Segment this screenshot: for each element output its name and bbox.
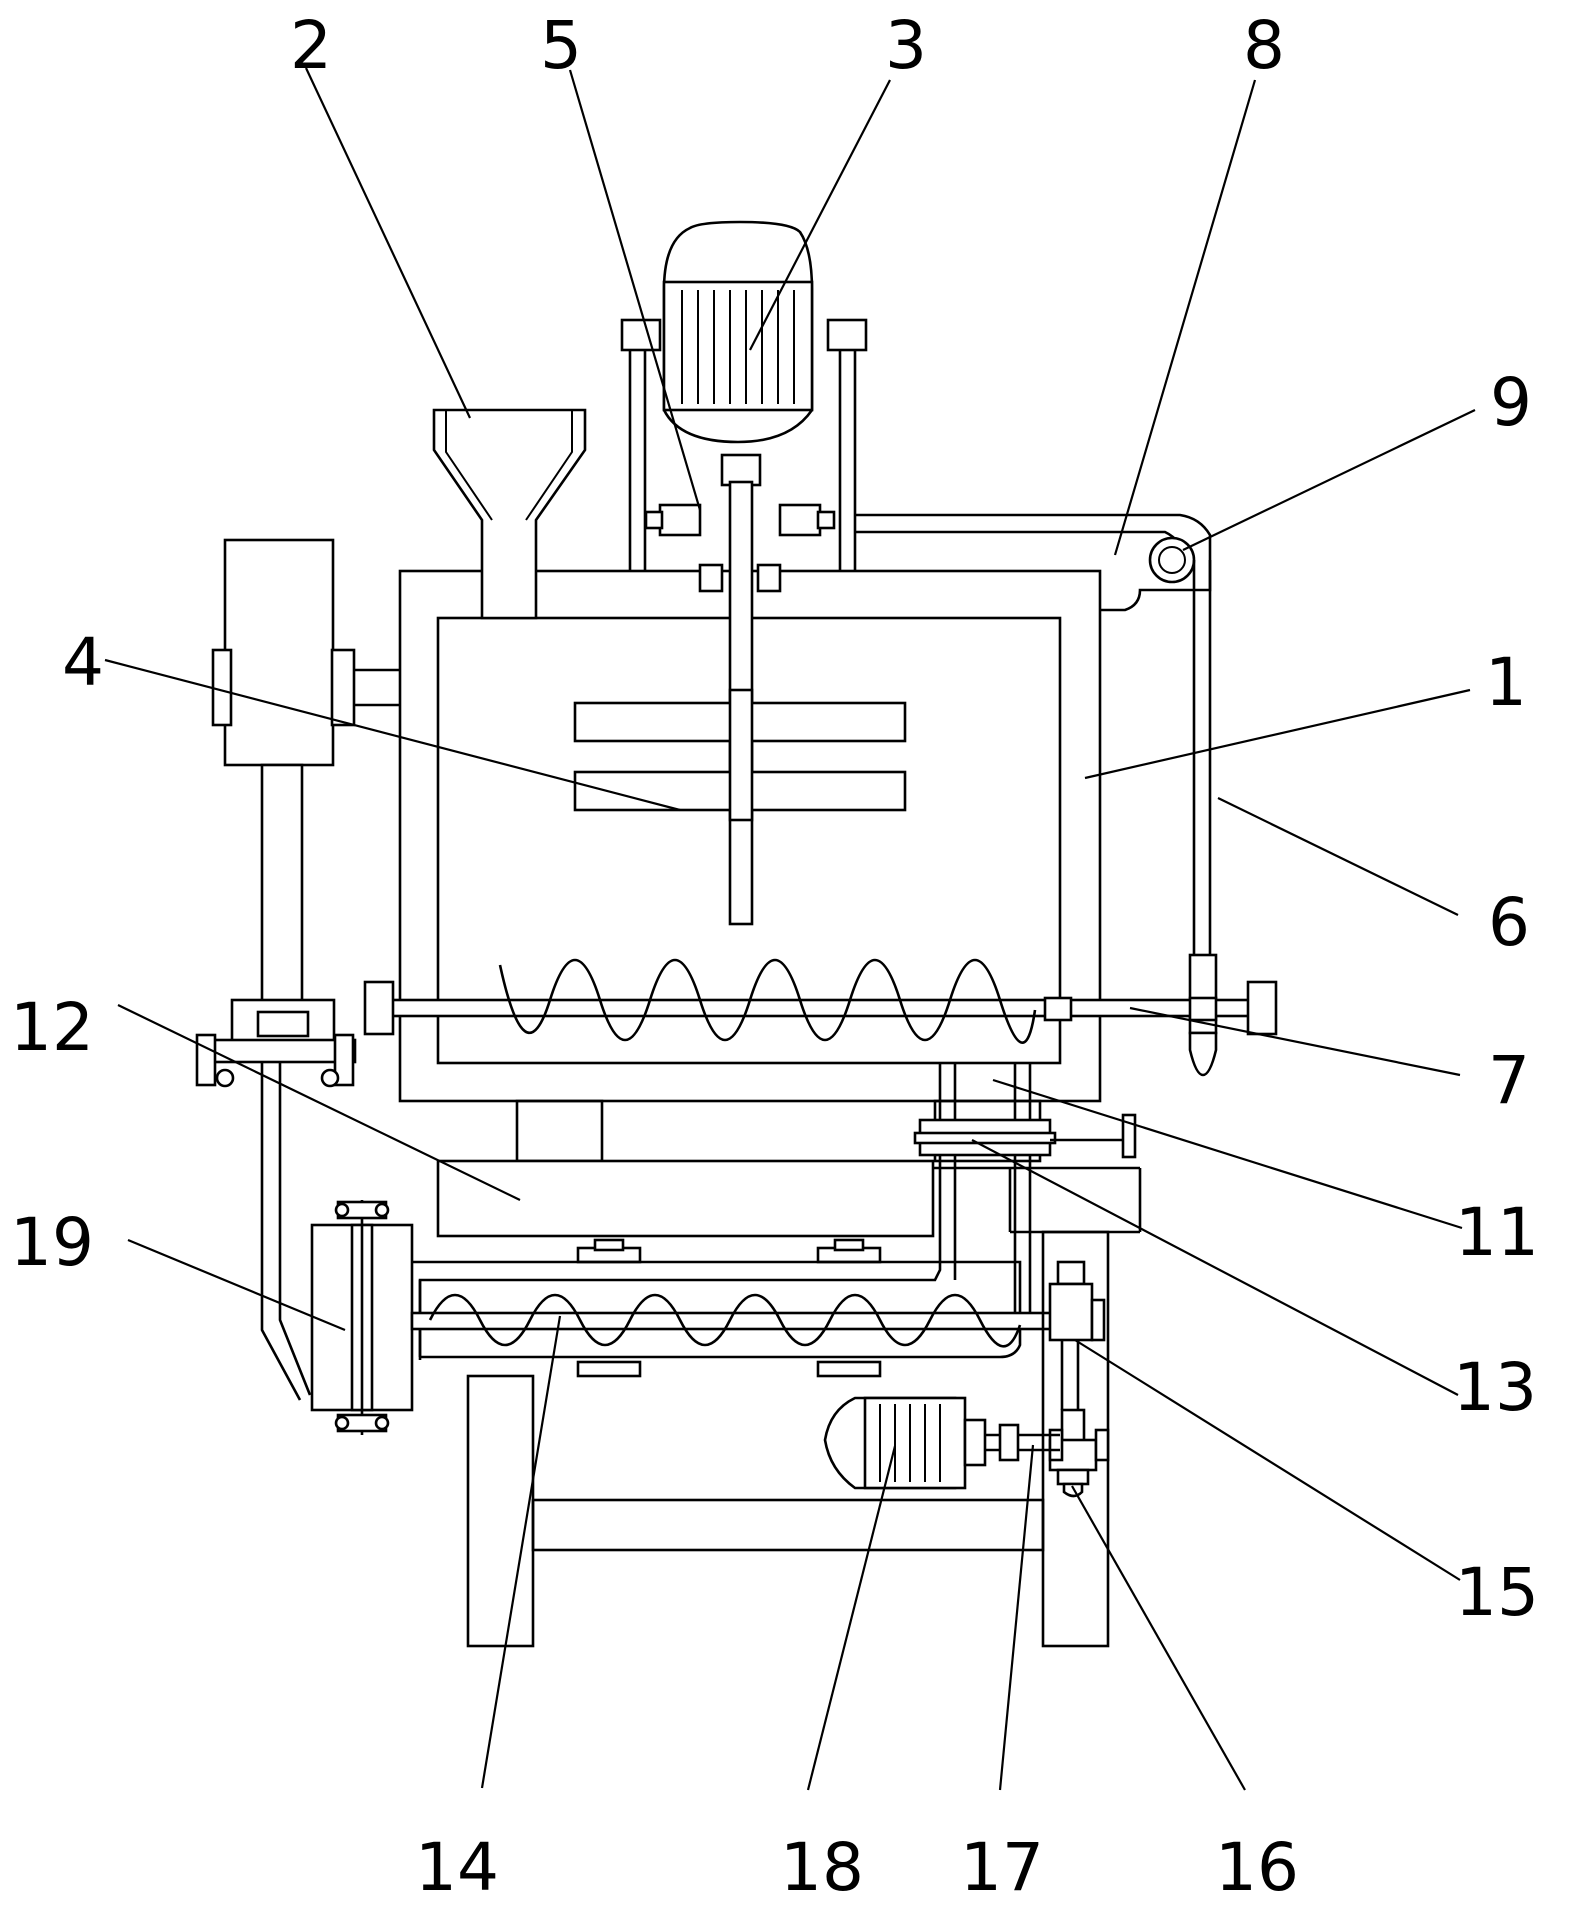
left-gearbox: [195, 538, 400, 1088]
callout-labels: 2 5 3 8 9 1 4 6 7 11 12 13 19 15 14 18 1…: [10, 7, 1539, 1906]
label-17: 17: [960, 1829, 1044, 1906]
top-motor: [662, 220, 814, 444]
label-7: 7: [1488, 1042, 1530, 1119]
label-8: 8: [1243, 7, 1285, 84]
label-1: 1: [1485, 644, 1527, 721]
stirring-shaft: [573, 480, 907, 926]
leader-lines: [104, 67, 1476, 1791]
trough-mounts: [576, 1238, 882, 1378]
label-11: 11: [1455, 1194, 1539, 1271]
label-18: 18: [780, 1829, 864, 1906]
chain-drive: [1048, 1260, 1110, 1498]
upper-screw: [363, 958, 1278, 1044]
belt-wheel: [913, 1113, 1137, 1159]
label-9: 9: [1490, 364, 1532, 441]
discharge-valve: [310, 1200, 414, 1435]
mid-plate: [436, 1159, 1142, 1238]
pulley-wheel: [1148, 536, 1196, 584]
label-12: 12: [10, 989, 94, 1066]
label-19: 19: [10, 1204, 94, 1281]
label-5: 5: [540, 7, 582, 84]
label-15: 15: [1455, 1554, 1539, 1631]
bottom-motor: [823, 1396, 1060, 1490]
lower-trough: [410, 1260, 1094, 1359]
label-6: 6: [1488, 884, 1530, 961]
label-14: 14: [415, 1829, 499, 1906]
label-3: 3: [885, 7, 927, 84]
label-16: 16: [1215, 1829, 1299, 1906]
label-13: 13: [1453, 1349, 1537, 1426]
feed-hopper: [432, 408, 587, 620]
motor-support: [620, 318, 868, 571]
discharge-chute: [260, 1062, 312, 1401]
label-2: 2: [290, 7, 332, 84]
label-4: 4: [62, 624, 104, 701]
